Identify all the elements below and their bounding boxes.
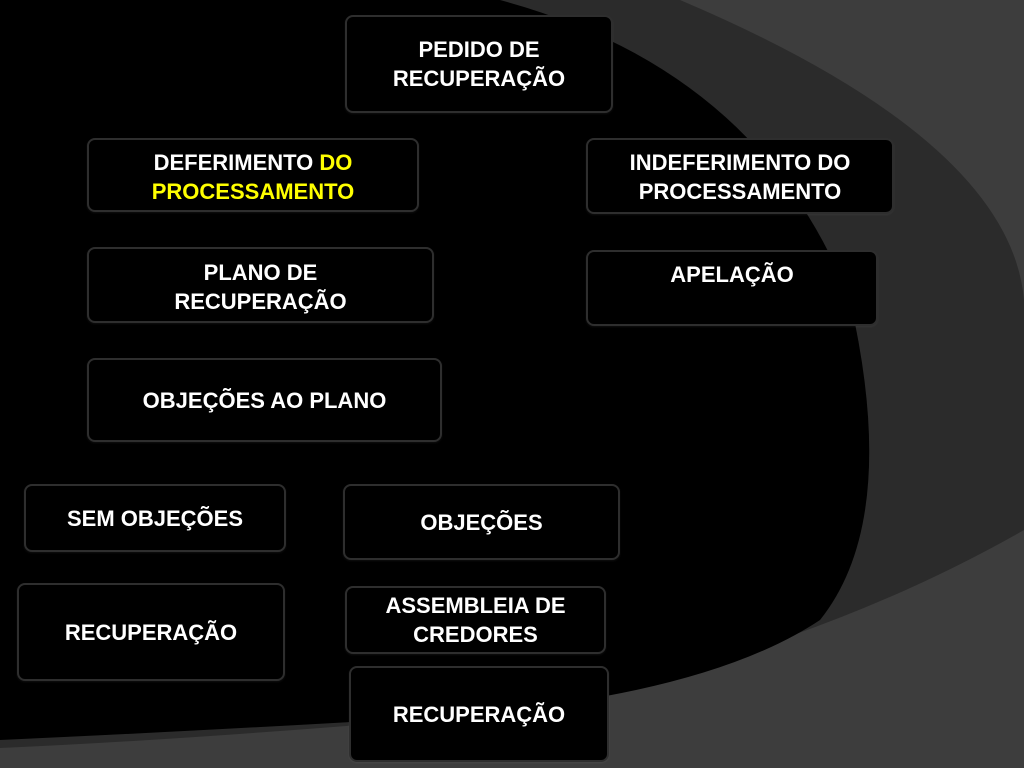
node-objecoes: OBJEÇÕES <box>343 484 620 560</box>
node-label: INDEFERIMENTO DO PROCESSAMENTO <box>629 150 851 204</box>
node-indeferimento-do-processamento: INDEFERIMENTO DO PROCESSAMENTO <box>586 138 894 214</box>
node-deferimento-do-processamento: DEFERIMENTO DO PROCESSAMENTO <box>87 138 419 212</box>
node-label: PEDIDO DE RECUPERAÇÃO <box>392 37 566 91</box>
node-objecoes-ao-plano: OBJEÇÕES AO PLANO <box>87 358 442 442</box>
node-label-highlight: DO <box>319 150 353 175</box>
node-plano-de-recuperacao: PLANO DE RECUPERAÇÃO <box>87 247 434 323</box>
node-label: RECUPERAÇÃO <box>392 701 566 727</box>
node-label-part: DEFERIMENTO <box>153 150 314 175</box>
node-label: RECUPERAÇÃO <box>64 619 238 645</box>
node-apelacao: APELAÇÃO <box>586 250 878 326</box>
node-recuperacao-right: RECUPERAÇÃO <box>349 666 609 762</box>
node-recuperacao-left: RECUPERAÇÃO <box>17 583 285 681</box>
node-label: DEFERIMENTO DO PROCESSAMENTO <box>152 148 355 206</box>
node-pedido-de-recuperacao: PEDIDO DE RECUPERAÇÃO <box>345 15 613 113</box>
node-assembleia-de-credores: ASSEMBLEIA DE CREDORES <box>345 586 606 654</box>
node-label-highlight: PROCESSAMENTO <box>151 179 355 204</box>
node-sem-objecoes: SEM OBJEÇÕES <box>24 484 286 552</box>
node-label: APELAÇÃO <box>670 262 794 287</box>
node-label: PLANO DE RECUPERAÇÃO <box>174 260 347 314</box>
node-label: OBJEÇÕES AO PLANO <box>142 387 387 413</box>
node-label: ASSEMBLEIA DE CREDORES <box>385 593 566 647</box>
node-label: OBJEÇÕES <box>420 509 543 535</box>
node-label: SEM OBJEÇÕES <box>66 506 244 531</box>
